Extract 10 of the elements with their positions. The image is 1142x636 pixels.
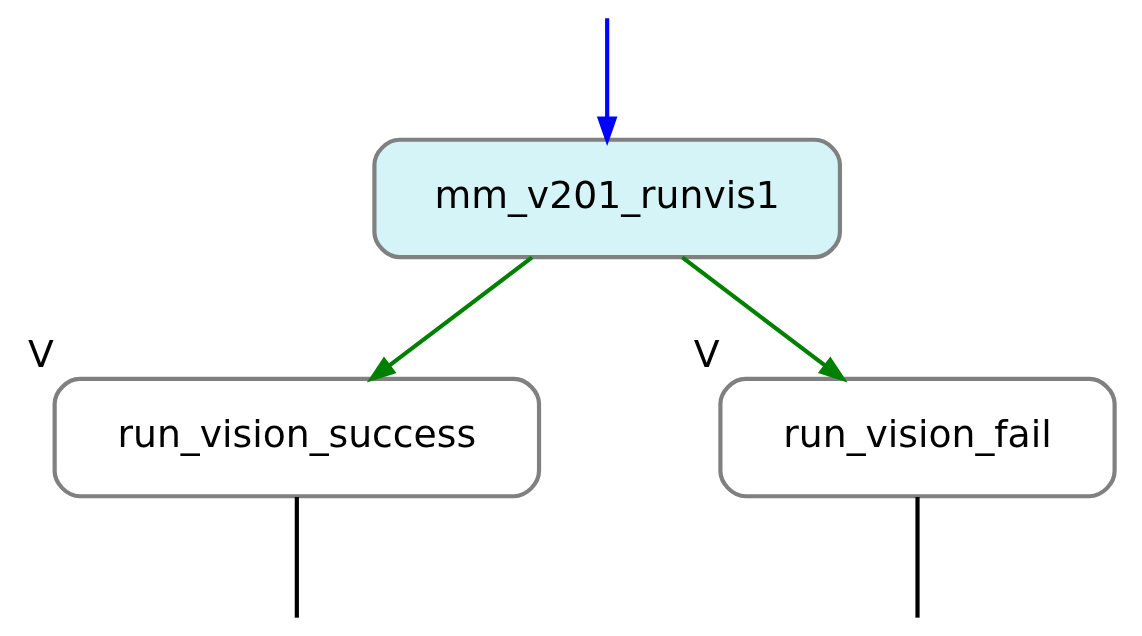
arrow xyxy=(681,255,848,383)
connector xyxy=(294,497,299,618)
node-label: V xyxy=(28,332,54,377)
node-box: run_vision_fail xyxy=(718,376,1117,499)
connector xyxy=(915,497,920,618)
node-box: run_vision_success xyxy=(52,376,542,499)
arrow xyxy=(596,18,618,146)
arrow xyxy=(366,255,534,383)
node-label: V xyxy=(693,332,720,377)
node-box: mm_v201_runvis1 xyxy=(372,137,842,260)
